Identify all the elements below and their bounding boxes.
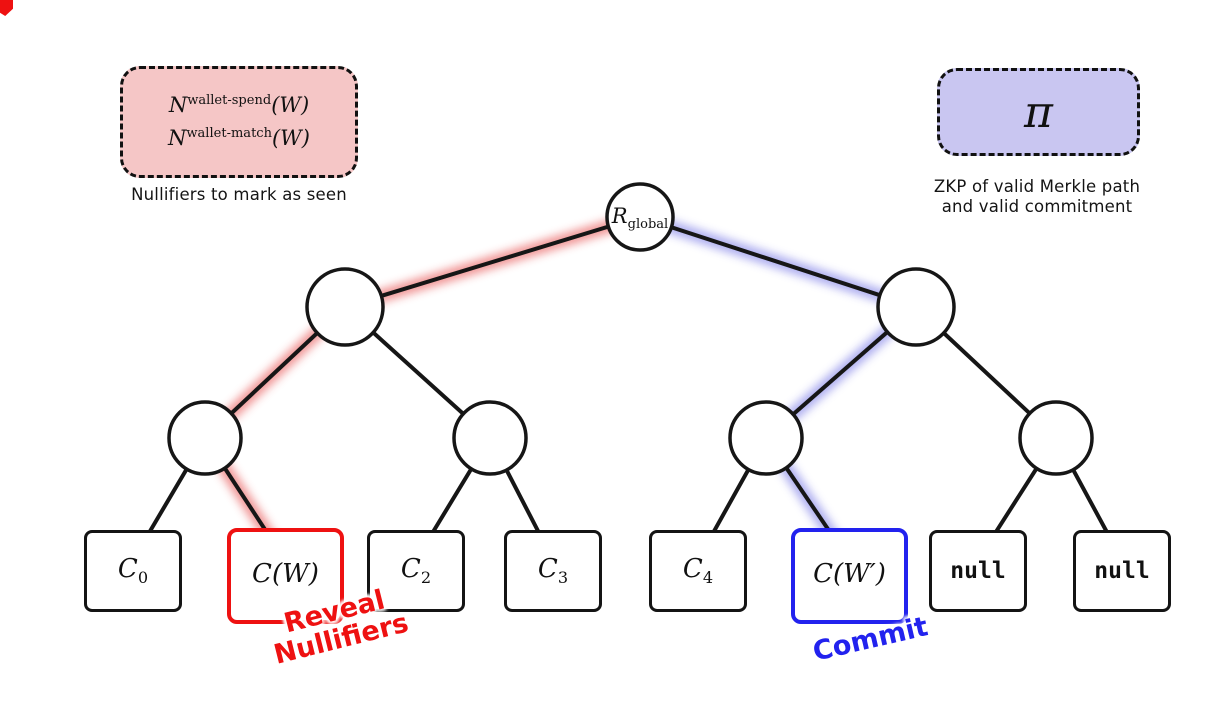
node-internal-ll: [167, 400, 243, 476]
root-label-subscript: global: [627, 217, 669, 233]
tree-edge: [638, 215, 918, 309]
leaf-c4: C4: [649, 530, 747, 612]
zkp-caption-line2: and valid commitment: [941, 196, 1133, 216]
reveal-path-glow: [198, 210, 647, 567]
leaf-commitment-revealed: C(W): [227, 528, 344, 624]
nullifier-formula-spend: Nwallet-spend(W): [168, 93, 310, 118]
leaf-null-1: null: [929, 530, 1027, 612]
leaf-label: C(W): [252, 559, 319, 590]
node-internal-left: [305, 267, 385, 347]
leaf-commitment-committed: C(W′): [791, 528, 908, 624]
leaf-c2: C2: [367, 530, 465, 612]
zkp-callout-box: π: [937, 68, 1140, 156]
pi-symbol: π: [1024, 86, 1053, 138]
node-internal-right: [876, 267, 956, 347]
zkp-caption: ZKP of valid Merkle path and valid commi…: [926, 177, 1148, 217]
tree-edges: [131, 215, 1124, 562]
leaf-label: C3: [537, 554, 569, 588]
nullifier-caption: Nullifiers to mark as seen: [131, 185, 347, 204]
node-internal-lr: [452, 400, 528, 476]
nullifier-formula-match: Nwallet-match(W): [168, 126, 310, 150]
node-root: [605, 182, 675, 252]
nullifier-callout-box: Nwallet-spend(W) Nwallet-match(W): [120, 66, 358, 178]
root-node-label: Rglobal: [612, 204, 668, 232]
root-label-base: R: [611, 203, 628, 228]
leaf-label: C2: [400, 554, 432, 588]
node-internal-rr: [1018, 400, 1094, 476]
leaf-c3: C3: [504, 530, 602, 612]
commit-path-glow: [633, 210, 923, 567]
leaf-label: null: [950, 558, 1006, 584]
leaf-c0: C0: [84, 530, 182, 612]
leaf-label: null: [1094, 558, 1150, 584]
leaf-label: C4: [682, 554, 714, 588]
tree-edge: [343, 215, 642, 309]
node-internal-rl: [728, 400, 804, 476]
leaf-null-2: null: [1073, 530, 1171, 612]
leaf-label: C0: [117, 554, 149, 588]
tree-nodes: [167, 182, 1094, 476]
leaf-label: C(W′): [813, 559, 886, 590]
zkp-caption-line1: ZKP of valid Merkle path: [933, 177, 1141, 196]
